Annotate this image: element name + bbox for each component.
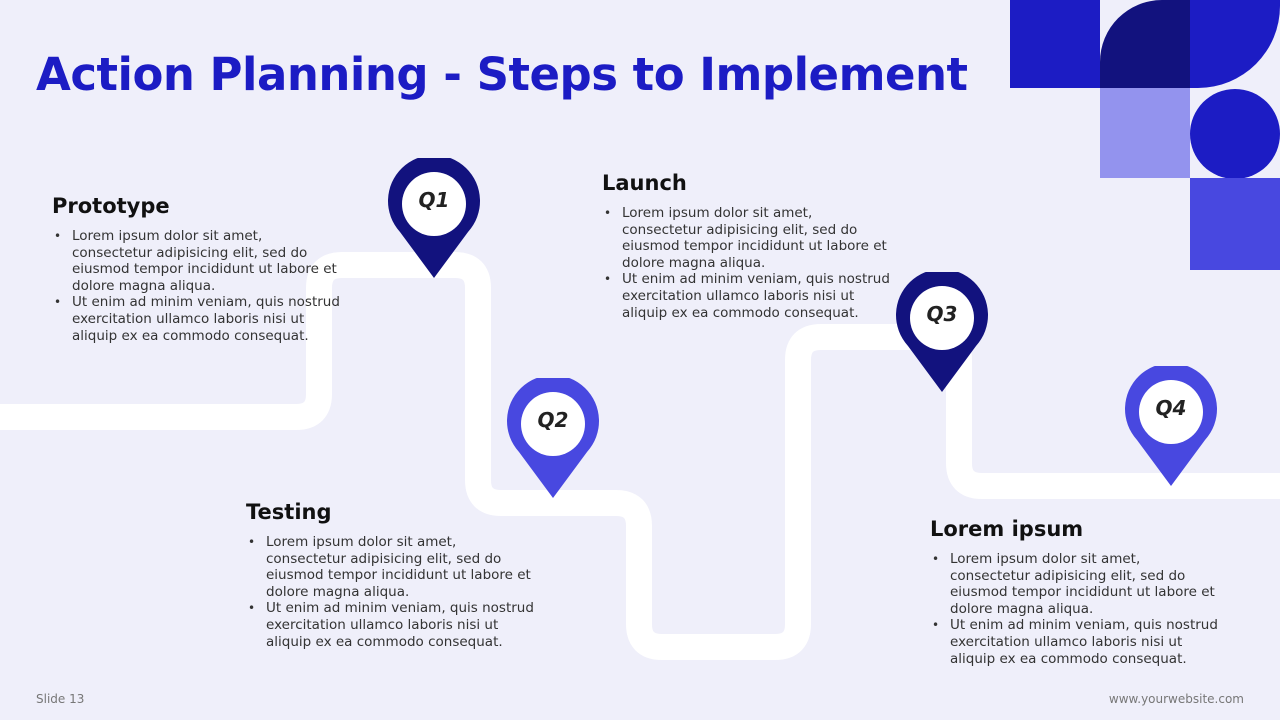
milestone-pin-q1: Q1 — [388, 158, 480, 280]
bullet-list: Lorem ipsum dolor sit amet, consectetur … — [930, 551, 1220, 667]
milestone-pin-q4: Q4 — [1125, 366, 1217, 488]
slide-number: Slide 13 — [36, 692, 85, 706]
bullet-item: Ut enim ad minim veniam, quis nostrud ex… — [246, 600, 536, 650]
milestone-label: Q2 — [537, 408, 569, 432]
milestone-label: Q1 — [418, 188, 450, 212]
website-link: www.yourwebsite.com — [1108, 692, 1244, 706]
milestone-pin-q3: Q3 — [896, 272, 988, 394]
map-pin-icon — [388, 158, 480, 278]
milestone-label: Q3 — [926, 302, 958, 326]
section-prototype: Prototype Lorem ipsum dolor sit amet, co… — [52, 194, 342, 344]
section-launch: Launch Lorem ipsum dolor sit amet, conse… — [602, 171, 892, 321]
section-heading: Testing — [246, 500, 332, 524]
map-pin-icon — [507, 378, 599, 498]
bullet-item: Ut enim ad minim veniam, quis nostrud ex… — [602, 271, 892, 321]
deco-square-light — [1100, 88, 1190, 178]
bullet-item: Lorem ipsum dolor sit amet, consectetur … — [930, 551, 1220, 617]
map-pin-icon — [896, 272, 988, 392]
deco-quarter-navy — [1100, 0, 1190, 88]
milestone-label: Q4 — [1155, 396, 1187, 420]
section-heading: Lorem ipsum — [930, 517, 1084, 541]
deco-square-medium — [1190, 178, 1280, 270]
deco-circle-royal — [1190, 89, 1280, 179]
section-testing: Testing Lorem ipsum dolor sit amet, cons… — [246, 500, 536, 650]
bullet-list: Lorem ipsum dolor sit amet, consectetur … — [602, 205, 892, 321]
deco-quarter-royal — [1190, 0, 1280, 88]
bullet-item: Lorem ipsum dolor sit amet, consectetur … — [602, 205, 892, 271]
milestone-pin-q2: Q2 — [507, 378, 599, 500]
section-lorem-ipsum: Lorem ipsum Lorem ipsum dolor sit amet, … — [930, 517, 1220, 667]
bullet-list: Lorem ipsum dolor sit amet, consectetur … — [52, 228, 342, 344]
bullet-item: Ut enim ad minim veniam, quis nostrud ex… — [930, 617, 1220, 667]
bullet-item: Ut enim ad minim veniam, quis nostrud ex… — [52, 294, 342, 344]
section-heading: Launch — [602, 171, 687, 195]
slide-title: Action Planning - Steps to Implement — [36, 48, 968, 101]
map-pin-icon — [1125, 366, 1217, 486]
section-heading: Prototype — [52, 194, 170, 218]
bullet-item: Lorem ipsum dolor sit amet, consectetur … — [246, 534, 536, 600]
deco-square-royal — [1010, 0, 1100, 88]
bullet-item: Lorem ipsum dolor sit amet, consectetur … — [52, 228, 342, 294]
bullet-list: Lorem ipsum dolor sit amet, consectetur … — [246, 534, 536, 650]
